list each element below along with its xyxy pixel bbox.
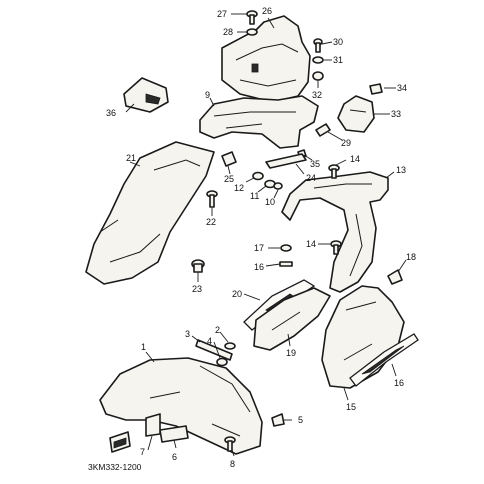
emblem-logo [109, 431, 131, 453]
callout-28: 27 [217, 9, 227, 19]
callout-18: 17 [254, 243, 264, 253]
callout-27: 26 [262, 6, 272, 16]
bolt-2 [224, 342, 236, 350]
part-rear-top-cover [221, 15, 311, 103]
callout-24: 23 [192, 284, 202, 294]
callout-13: 13 [396, 165, 406, 175]
callout-5: 5 [298, 415, 303, 425]
callout-36: 35 [310, 159, 320, 169]
callout-25: 24 [306, 173, 316, 183]
bolt-30 [315, 123, 331, 137]
grommet-33 [312, 71, 324, 81]
callout-21: 20 [232, 289, 242, 299]
bolt-14-top [328, 164, 340, 179]
callout-10: 10 [265, 197, 275, 207]
callout-33: 32 [312, 90, 322, 100]
washer-32 [312, 56, 324, 64]
clip-26 [221, 151, 237, 167]
part-tail-lens-37 [123, 77, 169, 113]
clip-5 [271, 413, 285, 427]
callout-20: 19 [286, 348, 296, 358]
callout-19: 18 [406, 252, 416, 262]
callout-37: 36 [106, 108, 116, 118]
strip-16 [349, 333, 419, 387]
callout-23: 22 [206, 217, 216, 227]
callout-11: 11 [250, 191, 259, 201]
bolt-8 [224, 436, 236, 452]
washer-29 [246, 28, 258, 36]
callout-labels: 27 28 26 30 31 32 34 33 29 36 9 21 25 12… [106, 6, 416, 469]
part-rear-fender-22 [85, 141, 215, 285]
bolt-14-mid [330, 240, 342, 255]
callout-26: 25 [224, 174, 234, 184]
callout-7: 7 [140, 447, 145, 457]
part-bracket-9 [199, 95, 319, 149]
callout-1: 1 [141, 342, 146, 352]
bolt-17 [279, 261, 293, 267]
clip-19 [387, 269, 403, 285]
callout-3: 3 [185, 329, 190, 339]
callout-16: 16 [394, 378, 404, 388]
callout-8: 8 [230, 459, 235, 469]
callout-2: 2 [215, 325, 220, 335]
callout-35: 34 [397, 83, 407, 93]
callout-31: 30 [333, 37, 343, 47]
callout-6: 6 [172, 452, 177, 462]
callout-29: 28 [223, 27, 233, 37]
callout-4: 4 [207, 336, 212, 346]
bolt-23 [206, 190, 218, 208]
washer-10 [273, 182, 283, 190]
nut-12 [252, 171, 264, 181]
nut-4 [216, 357, 228, 367]
stay-25 [265, 153, 307, 169]
callout-34: 33 [391, 109, 401, 119]
part-side-cover-20 [253, 287, 331, 351]
bolt-28 [246, 10, 258, 25]
callout-17: 16 [254, 262, 264, 272]
part-plate-34 [337, 95, 375, 133]
callout-15: 15 [346, 402, 356, 412]
callout-9: 9 [205, 90, 210, 100]
bracket-6 [159, 425, 189, 443]
callout-30: 29 [341, 138, 351, 148]
bracket-7 [145, 413, 161, 437]
grommet-24 [191, 259, 205, 273]
callout-22: 21 [126, 153, 136, 163]
part-rear-frame-13 [281, 171, 389, 293]
leader-lines [125, 13, 407, 457]
screw-35 [369, 83, 383, 95]
callout-32: 31 [333, 55, 343, 65]
bolt-31 [313, 38, 323, 53]
washer-18 [280, 244, 292, 252]
callout-12: 12 [234, 183, 244, 193]
part-front-fender-1 [99, 357, 263, 455]
callout-14-mid: 14 [306, 239, 316, 249]
brace-3 [195, 339, 233, 361]
diagram-caption: 3KM332-1200 [88, 462, 142, 472]
callout-14-top: 14 [350, 154, 360, 164]
